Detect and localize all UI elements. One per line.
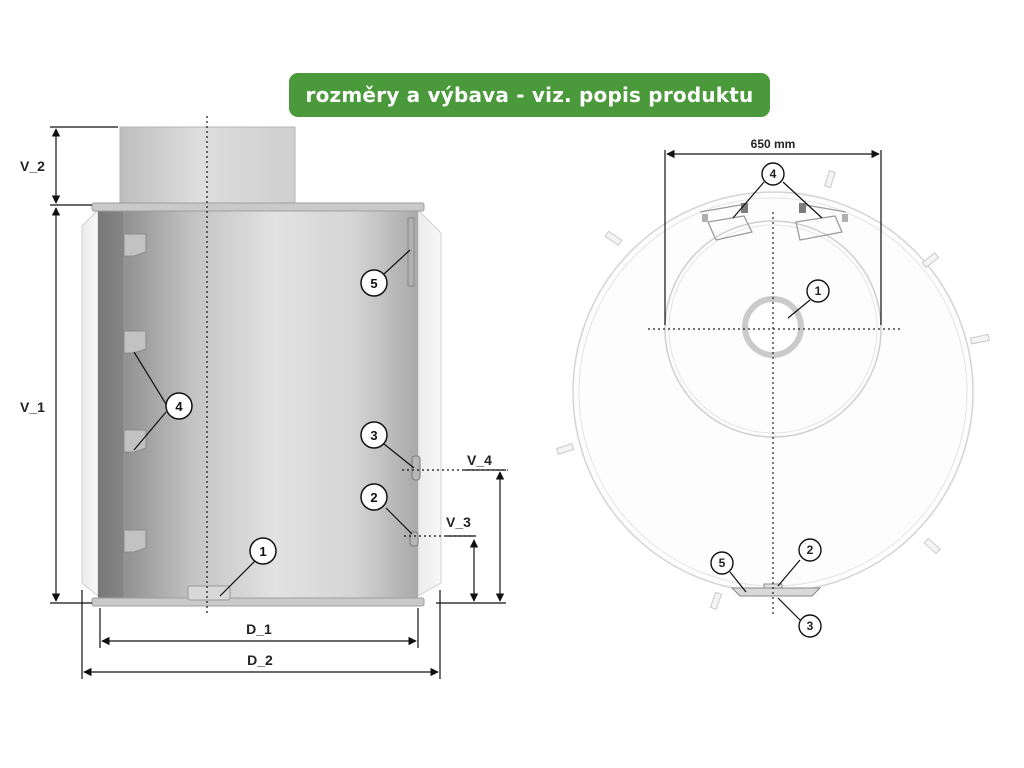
side-callout-3: 3 xyxy=(360,421,388,449)
label-650mm: 650 mm xyxy=(751,137,796,151)
label-v4: V_4 xyxy=(467,452,492,468)
top-callout-1: 1 xyxy=(806,279,830,303)
svg-text:4: 4 xyxy=(175,399,183,414)
svg-text:3: 3 xyxy=(807,619,814,633)
svg-text:4: 4 xyxy=(770,167,777,181)
right-rib-strip xyxy=(417,208,442,597)
svg-text:2: 2 xyxy=(370,490,377,505)
svg-text:2: 2 xyxy=(807,543,814,557)
tank-body xyxy=(98,206,418,602)
bottom-outlet xyxy=(187,585,231,601)
top-callout-3: 3 xyxy=(798,614,822,638)
label-d1: D_1 xyxy=(246,621,272,637)
label-v2: V_2 xyxy=(20,158,45,174)
bottom-rim xyxy=(91,597,425,607)
ladder-steps xyxy=(123,233,147,553)
left-rib-strip xyxy=(81,208,99,598)
side-callout-5: 5 xyxy=(360,269,388,297)
top-callout-4: 4 xyxy=(761,162,785,186)
side-callout-2: 2 xyxy=(360,483,388,511)
side-callout-1: 1 xyxy=(249,537,277,565)
top-callout-2: 2 xyxy=(798,538,822,562)
top-rim xyxy=(91,202,425,212)
svg-text:5: 5 xyxy=(370,276,377,291)
inlet-port xyxy=(411,455,421,481)
outlet-port xyxy=(409,531,419,547)
dimension-lines xyxy=(50,126,508,679)
svg-text:5: 5 xyxy=(719,556,726,570)
ribs xyxy=(555,169,990,611)
top-view: 650 mm 4 1 5 2 3 xyxy=(555,137,990,638)
label-d2: D_2 xyxy=(247,652,273,668)
label-v1: V_1 xyxy=(20,399,45,415)
info-banner: rozměry a výbava - viz. popis produktu xyxy=(289,73,770,117)
svg-text:1: 1 xyxy=(259,544,266,559)
side-callout-4: 4 xyxy=(165,392,193,420)
level-gauge-slot xyxy=(407,217,415,287)
banner-text: rozměry a výbava - viz. popis produktu xyxy=(305,83,754,107)
svg-text:3: 3 xyxy=(370,428,377,443)
label-v3: V_3 xyxy=(446,514,471,530)
side-view: 4 1 5 3 2 V_2 V_1 V_4 V_3 D_1 D_2 xyxy=(20,116,508,679)
top-callout-5: 5 xyxy=(710,551,734,575)
svg-text:1: 1 xyxy=(815,284,822,298)
